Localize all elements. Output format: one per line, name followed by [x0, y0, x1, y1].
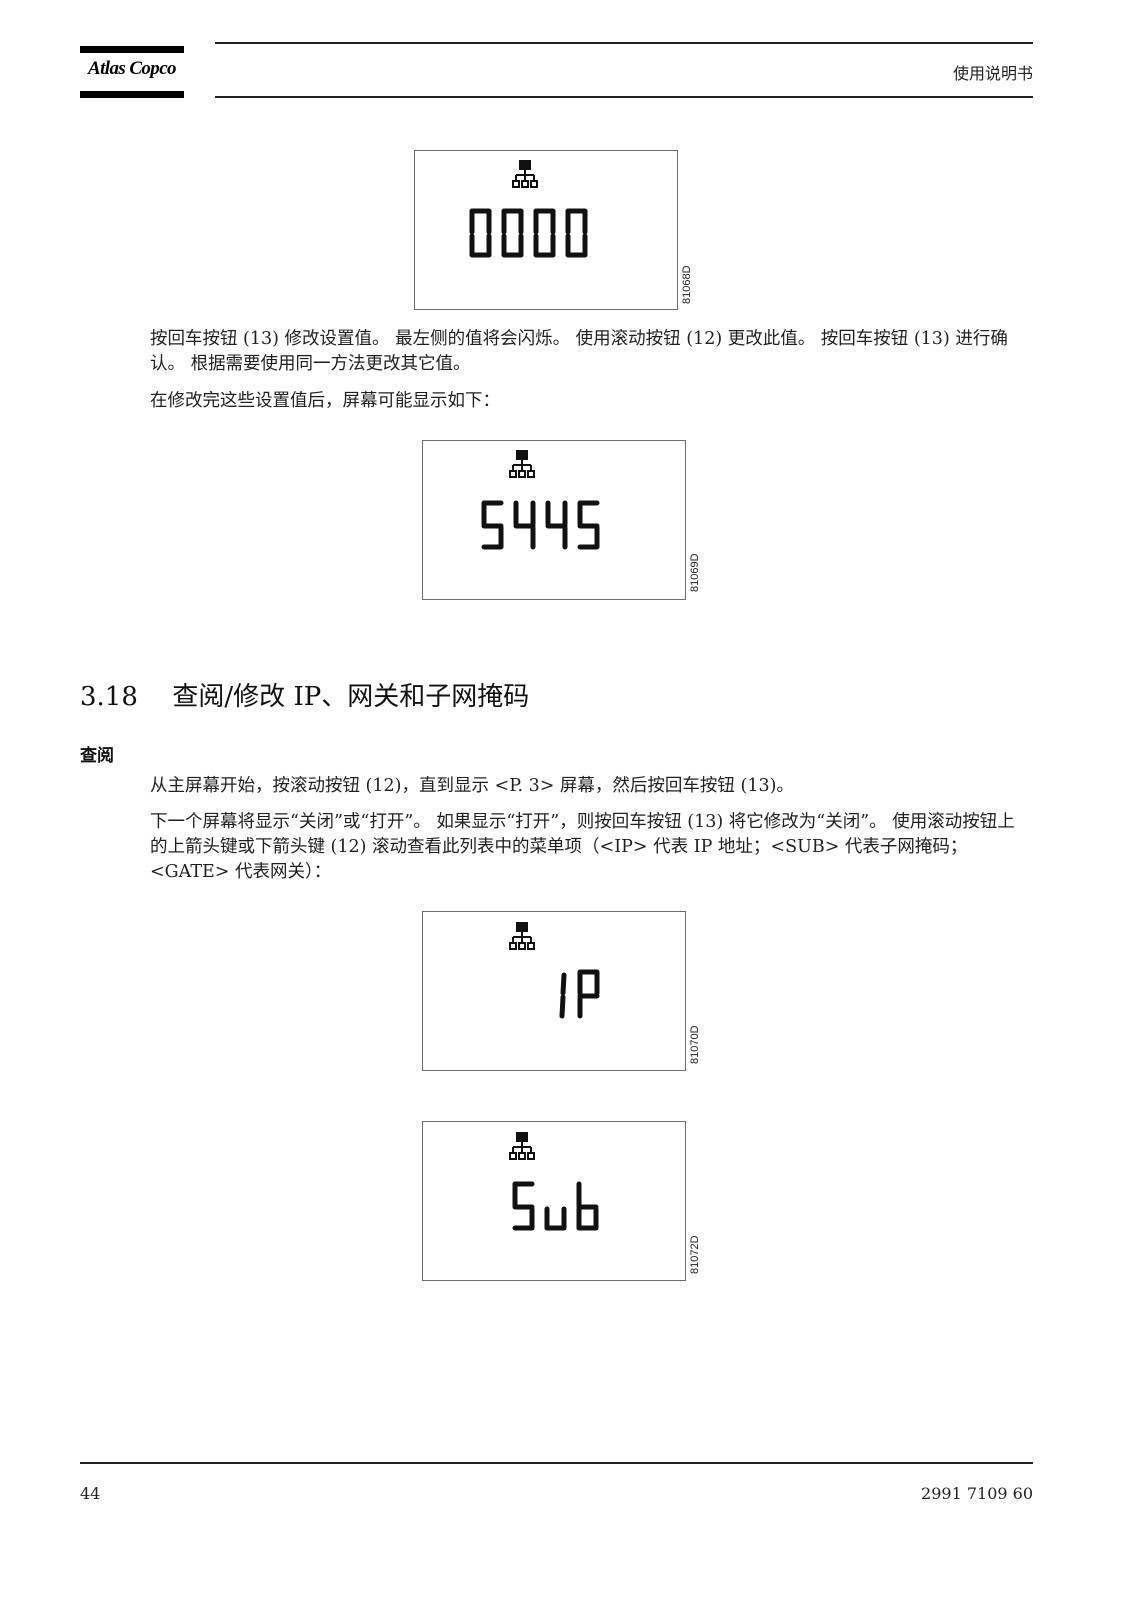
subheading: 查阅: [80, 746, 114, 766]
lcd-screen-0000: [469, 160, 588, 258]
header-rule-bottom: [215, 96, 1033, 98]
lcd-digits: [512, 1181, 599, 1231]
paragraph-3: 从主屏幕开始，按滚动按钮 (12)，直到显示 <P. 3> 屏幕，然后按回车按钮…: [150, 776, 794, 796]
atlas-copco-logo: Atlas Copco: [80, 46, 184, 98]
paragraph-1: 按回车按钮 (13) 修改设置值。 最左侧的值将会闪烁。 使用滚动按钮 (12)…: [150, 329, 1008, 374]
lcd-figure-3: [422, 911, 686, 1071]
figure-id-4: 81072D: [689, 1235, 701, 1274]
section-number: 3.18: [80, 682, 138, 712]
section-heading: 3.18 查阅/修改 IP、网关和子网掩码: [80, 676, 529, 713]
figure-id-2: 81069D: [689, 553, 701, 592]
section-title: 查阅/修改 IP、网关和子网掩码: [172, 682, 530, 712]
lcd-figure-1: [414, 150, 678, 310]
network-icon: [509, 922, 535, 950]
figure-id-3: 81070D: [689, 1025, 701, 1064]
header-rule-top: [215, 42, 1033, 44]
lcd-figure-4: [422, 1121, 686, 1281]
paragraph-4: 下一个屏幕将显示“关闭”或“打开”。 如果显示“打开”，则按回车按钮 (13) …: [150, 812, 1015, 882]
network-icon: [509, 1132, 535, 1160]
document-number: 2991 7109 60: [921, 1484, 1033, 1503]
header-title: 使用说明书: [952, 64, 1033, 83]
paragraph-2: 在修改完这些设置值后，屏幕可能显示如下：: [150, 391, 500, 411]
lcd-digits: [481, 500, 600, 550]
logo-text: Atlas Copco: [88, 58, 176, 79]
lcd-figure-2: [422, 440, 686, 600]
lcd-digits: [559, 969, 600, 1019]
network-icon: [512, 160, 538, 188]
lcd-screen-5445: [481, 450, 600, 550]
page-number: 44: [80, 1484, 101, 1503]
lcd-screen-ip: [509, 922, 600, 1019]
logo-bar-bottom: [80, 91, 184, 98]
lcd-digits: [469, 208, 588, 258]
network-icon: [509, 450, 535, 478]
logo-bar-top: [80, 46, 184, 53]
lcd-screen-sub: [509, 1132, 599, 1231]
footer-rule: [80, 1462, 1033, 1464]
figure-id-1: 81068D: [681, 265, 693, 304]
